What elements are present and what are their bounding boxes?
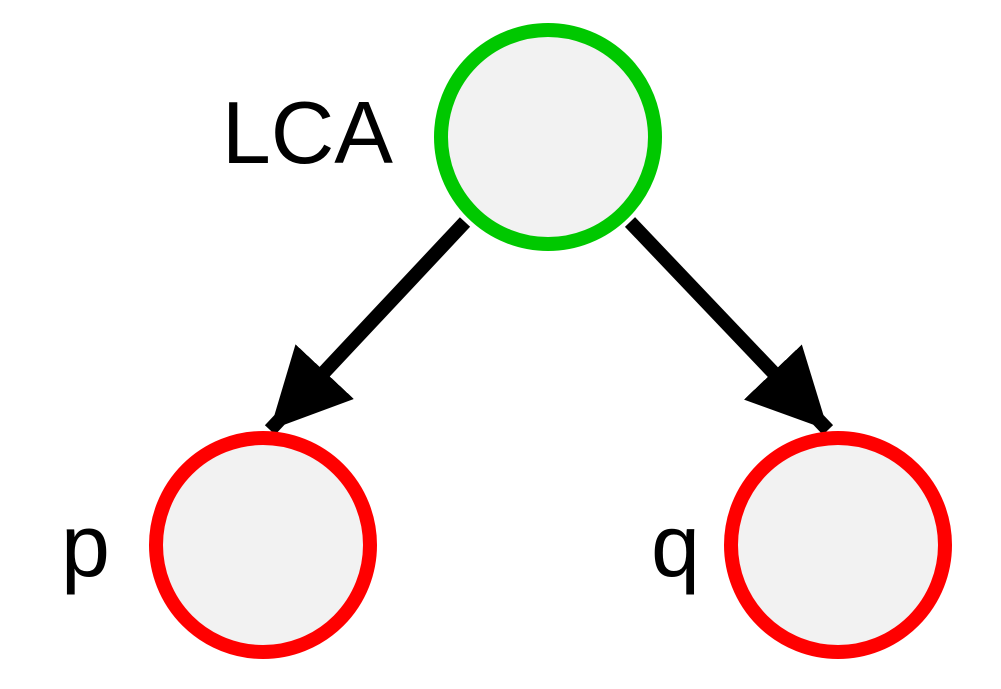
edge-lca-to-q <box>624 217 834 435</box>
p-label: p <box>61 496 110 595</box>
lca-node <box>434 23 662 251</box>
lca-label: LCA <box>222 83 393 182</box>
edge-lca-to-p <box>264 217 471 435</box>
p-node <box>149 431 377 659</box>
q-node <box>724 431 952 659</box>
q-label: q <box>651 496 700 595</box>
